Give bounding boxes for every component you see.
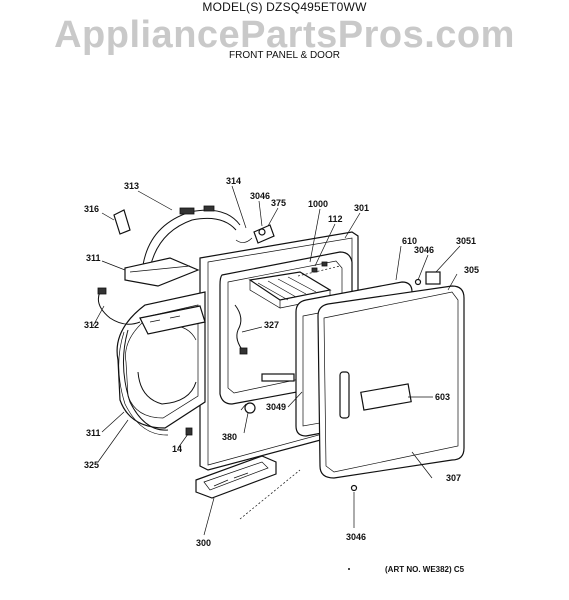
callout-312: 312 (84, 320, 99, 330)
callout-307: 307 (446, 473, 461, 483)
callout-1000: 1000 (308, 199, 328, 209)
footer-dot (348, 568, 350, 570)
control-housing-part (195, 455, 277, 499)
art-number: (ART NO. WE382) C5 (385, 565, 465, 574)
leader-lines (92, 185, 461, 536)
callout-112: 112 (328, 214, 343, 224)
callout-313: 313 (124, 181, 139, 191)
callout-3046-top: 3046 (250, 191, 270, 201)
callout-305: 305 (464, 265, 479, 275)
callout-3049: 3049 (266, 402, 286, 412)
callout-301: 301 (354, 203, 369, 213)
callout-380: 380 (222, 432, 237, 442)
callout-311-bottom: 311 (86, 428, 101, 438)
callout-603: 603 (435, 392, 450, 402)
callout-300: 300 (196, 538, 211, 548)
diagram-subtitle: FRONT PANEL & DOOR (229, 50, 340, 61)
callout-3046-bottom: 3046 (346, 532, 366, 542)
callout-327: 327 (264, 320, 279, 330)
callout-3046-right: 3046 (414, 245, 434, 255)
callout-314: 314 (226, 176, 241, 186)
top-support-part (97, 205, 241, 325)
callout-375: 375 (271, 198, 286, 208)
callout-311-top: 311 (86, 253, 101, 263)
callout-325: 325 (84, 460, 99, 470)
callout-14: 14 (172, 444, 182, 454)
callout-610: 610 (402, 236, 417, 246)
watermark-logo: AppliancePartsPros.com (54, 14, 515, 56)
door-part (295, 271, 465, 492)
hinge-screw-part (235, 224, 275, 244)
bulkhead-part (116, 291, 206, 436)
model-title: MODEL(S) DZSQ495ET0WW (202, 0, 367, 14)
callout-316: 316 (84, 204, 99, 214)
callout-3051: 3051 (456, 236, 476, 246)
callout-labels: 313 314 3046 375 1000 301 316 112 311 61… (84, 176, 479, 548)
